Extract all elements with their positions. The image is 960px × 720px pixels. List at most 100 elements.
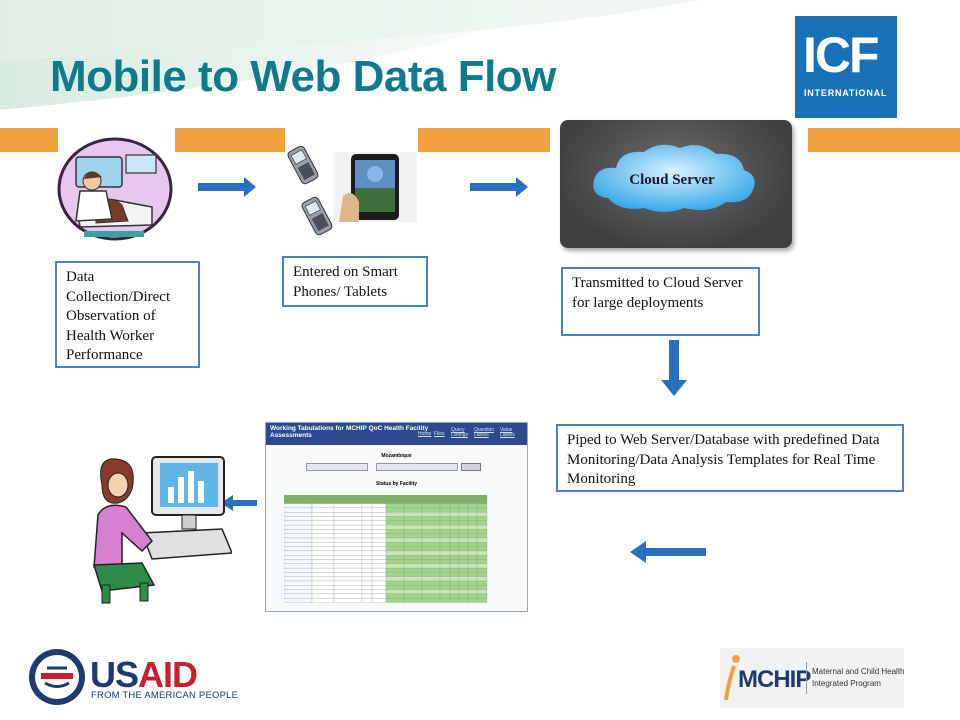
table-cell: [449, 516, 460, 521]
table-cell: [403, 524, 423, 530]
table-cell: [439, 524, 451, 530]
table-cell: [476, 580, 488, 586]
table-cell: [361, 503, 373, 509]
table-cell: [467, 559, 478, 564]
table-cell: [449, 567, 460, 573]
table-cell: [467, 598, 478, 603]
web-report-nav-question[interactable]: Question Labels: [474, 427, 495, 438]
table-cell: [449, 542, 460, 547]
table-cell: [403, 555, 423, 560]
table-cell: [449, 576, 460, 582]
table-cell: [385, 524, 405, 530]
table-cell: [311, 559, 335, 564]
table-cell: [371, 550, 387, 556]
table-cell: [385, 516, 405, 521]
table-cell: [371, 529, 387, 534]
background-swoosh: [0, 0, 700, 110]
table-cell: [311, 563, 335, 569]
table-cell: [467, 572, 478, 577]
table-cell: [439, 516, 451, 521]
mchip-logo: MCHIP Maternal and Child Health Integrat…: [720, 648, 905, 708]
table-cell: [403, 537, 423, 543]
mchip-divider: [806, 662, 807, 694]
table-cell: [385, 537, 405, 543]
table-cell: [284, 585, 313, 590]
table-cell: [421, 512, 441, 517]
table-cell: [311, 593, 335, 599]
table-cell: [403, 520, 423, 526]
table-cell: [361, 585, 373, 590]
table-cell: [371, 572, 387, 577]
table-cell: [421, 593, 441, 599]
table-cell: [449, 550, 460, 556]
table-cell: [284, 563, 313, 569]
table-cell: [284, 567, 313, 573]
table-cell: [467, 503, 478, 509]
web-report-nav-query[interactable]: Query Listings: [451, 427, 468, 438]
table-cell: [284, 589, 313, 595]
table-cell: [333, 598, 363, 603]
table-cell: [467, 529, 478, 534]
web-report-selectors[interactable]: [306, 463, 486, 471]
table-cell: [449, 495, 460, 504]
table-cell: [284, 516, 313, 521]
usaid-seal-icon: [29, 649, 85, 705]
web-report-nav-value[interactable]: Value Labels: [500, 427, 515, 438]
arrow-down: [661, 340, 687, 396]
table-cell: [284, 495, 313, 504]
table-cell: [439, 542, 451, 547]
web-report-table: [284, 495, 488, 603]
web-report-nav-files[interactable]: Files: [434, 431, 445, 437]
usaid-wordmark-aid: AID: [138, 654, 198, 695]
table-cell: [333, 542, 363, 547]
table-cell: [403, 576, 423, 582]
table-cell: [439, 529, 451, 534]
table-cell: [449, 559, 460, 564]
table-cell: [371, 537, 387, 543]
table-cell: [439, 495, 451, 504]
table-cell: [476, 563, 488, 569]
table-cell: [385, 533, 405, 539]
table-cell: [476, 512, 488, 517]
table-cell: [421, 585, 441, 590]
table-cell: [467, 589, 478, 595]
table-cell: [449, 512, 460, 517]
table-cell: [385, 576, 405, 582]
mchip-line2: Integrated Program: [812, 679, 881, 688]
table-cell: [284, 572, 313, 577]
table-cell: [449, 585, 460, 590]
table-cell: [403, 516, 423, 521]
table-cell: [421, 533, 441, 539]
table-cell: [361, 598, 373, 603]
web-report-screenshot: Working Tabulations for MCHIP QoC Health…: [265, 422, 528, 612]
table-cell: [333, 516, 363, 521]
table-cell: [311, 537, 335, 543]
table-cell: [361, 593, 373, 599]
table-cell: [439, 533, 451, 539]
table-cell: [421, 507, 441, 513]
orange-band-mid2: [418, 128, 550, 152]
table-cell: [476, 585, 488, 590]
table-cell: [361, 550, 373, 556]
table-cell: [333, 533, 363, 539]
table-cell: [467, 520, 478, 526]
table-cell: [449, 598, 460, 603]
table-cell: [385, 529, 405, 534]
table-cell: [284, 542, 313, 547]
table-cell: [361, 559, 373, 564]
table-cell: [403, 593, 423, 599]
table-cell: [439, 567, 451, 573]
table-cell: [333, 495, 363, 504]
table-cell: [421, 542, 441, 547]
table-cell: [284, 546, 313, 552]
table-cell: [371, 533, 387, 539]
table-cell: [403, 507, 423, 513]
table-cell: [467, 546, 478, 552]
table-cell: [371, 589, 387, 595]
table-cell: [403, 585, 423, 590]
table-cell: [421, 572, 441, 577]
arrow-left-1: [630, 541, 706, 563]
web-report-nav-home[interactable]: Home: [418, 431, 432, 437]
table-cell: [361, 537, 373, 543]
table-cell: [385, 546, 405, 552]
